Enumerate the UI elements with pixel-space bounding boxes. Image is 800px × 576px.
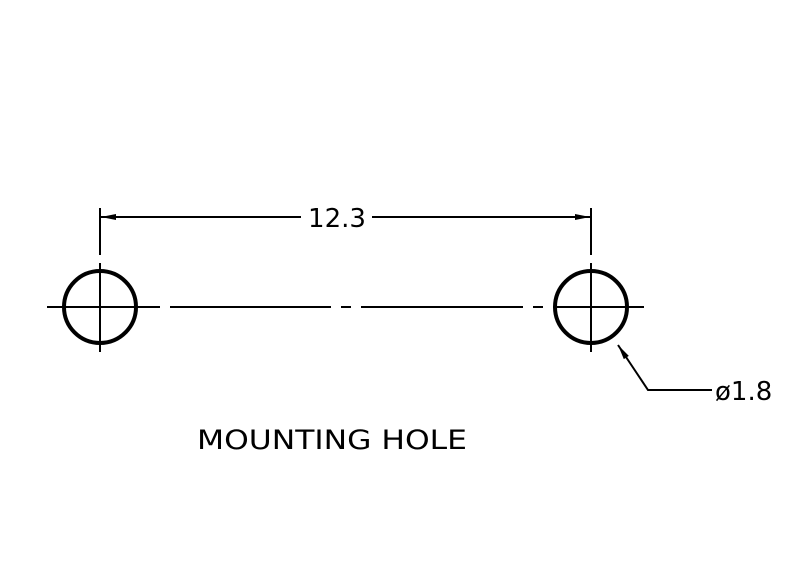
drawing-caption: MOUNTING HOLE — [197, 425, 467, 456]
diameter-leader — [617, 344, 712, 391]
hole-diameter-label: ø1.8 — [715, 377, 772, 407]
dimension-spacing-label: 12.3 — [308, 204, 366, 234]
